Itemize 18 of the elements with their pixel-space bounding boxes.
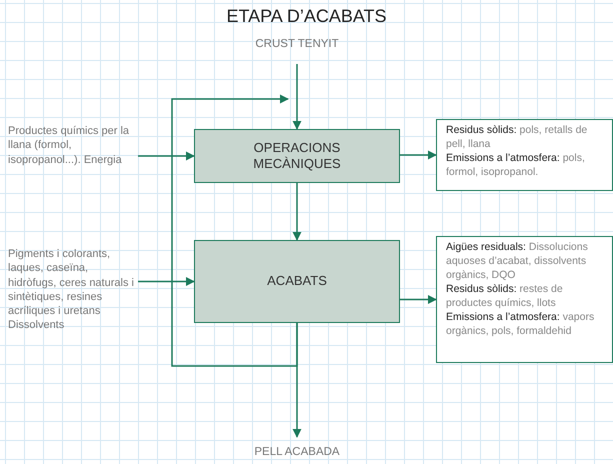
arrow	[292, 183, 302, 241]
arrow	[138, 277, 195, 286]
return-arrow	[171, 94, 298, 367]
output-box	[436, 119, 613, 191]
process-box: ACABATS	[194, 240, 400, 323]
output-label: PELL ACABADA	[253, 446, 341, 458]
arrow	[292, 64, 302, 130]
diagram-title: ETAPA D’ACABATS	[226, 6, 387, 27]
arrow	[400, 295, 437, 304]
arrow	[400, 150, 437, 160]
input-text: Pigments i colorants, laques, caseïna, hidròfugs, ceres naturals i sintètiques, resines acríliques i uretans Dissolvents	[8, 247, 135, 333]
output-text: Emissions a l’atmosfera: pols, formol, isopropanol.	[446, 152, 586, 180]
input-text: Productes químics per la llana (formol, isopropanol...). Energia	[8, 124, 130, 167]
arrow	[138, 152, 195, 160]
output-box	[436, 236, 613, 363]
process-box: OPERACIONS MECÀNIQUES	[194, 129, 400, 183]
input-label: CRUST TENYIT	[254, 38, 340, 50]
output-text: Emissions a l’atmosfera: vapors orgànics, pols, formaldehid	[446, 310, 596, 339]
